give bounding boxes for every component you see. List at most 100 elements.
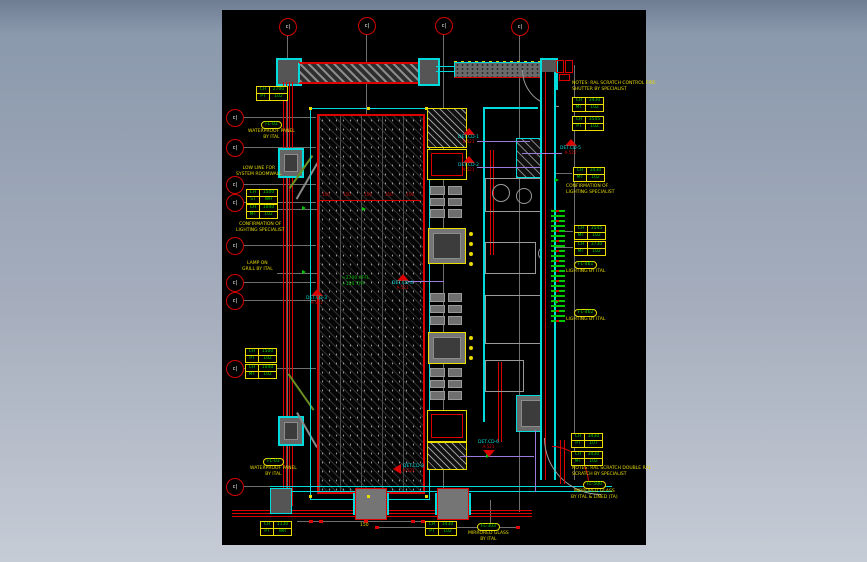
thick-wall-red-core — [545, 72, 546, 480]
seat — [447, 209, 462, 218]
seat — [447, 316, 462, 325]
dim-tick — [421, 520, 425, 523]
leader-line-6 — [490, 500, 491, 524]
grid-bubble-top-3: c| — [435, 17, 453, 35]
purple-leader-6 — [535, 430, 536, 492]
detail-marker-cd5: DET.CD-5 A-521 — [560, 139, 581, 156]
corner-dot — [425, 495, 428, 498]
detail-ref: A-521 — [462, 139, 475, 144]
dim-tick — [309, 520, 313, 523]
detail-label: DET.CD-8 — [403, 464, 425, 469]
seat — [447, 293, 462, 302]
gray-cabinet-2 — [428, 332, 466, 364]
finish-capsule-fl03-top: FL-03 WATERPROOF PANEL BY ITAL — [248, 121, 295, 140]
seat — [430, 368, 445, 377]
seat — [447, 368, 462, 377]
capsule-note: BY ITAL & LINED (TA) — [571, 494, 618, 500]
capsule-note: BY ITAL — [480, 536, 497, 542]
room-wall-cyan — [483, 107, 485, 422]
detail-marker-cd8: DET.CD-8 A-521 — [393, 464, 424, 474]
capsule-note: LIGHTING BY ITAL — [566, 317, 606, 322]
seat — [430, 391, 445, 400]
hatch-tick: 150 — [364, 192, 372, 197]
finish-capsule-fl500: FL-500 MIRRORED GLASS BY ITAL & LINED (T… — [571, 481, 618, 500]
green-arrow — [555, 300, 559, 304]
hatch-red-band — [319, 200, 421, 201]
grid-bubble-left-7: c| — [226, 292, 244, 310]
red-frame-box-top — [427, 149, 467, 180]
grid-line-h7 — [244, 300, 316, 301]
grid-bubble-left-9: c| — [226, 478, 244, 496]
purple-leader-3 — [408, 281, 444, 282]
lamp-dot — [469, 346, 473, 350]
capsule-label: FL-461 — [574, 261, 598, 269]
louver-grille-top — [427, 108, 467, 148]
detail-ref: A-521 — [482, 444, 495, 449]
fixture-core — [284, 422, 298, 440]
grid-bubble-left-4: c| — [226, 194, 244, 212]
seat — [430, 186, 445, 195]
red-partition-d — [501, 362, 502, 442]
hatch-center-note: +2700 AFFL +150 TYP. — [342, 276, 369, 287]
green-arrow — [555, 178, 559, 182]
red-partition-a — [490, 150, 491, 255]
capsule-label: FL-03 — [263, 458, 284, 466]
grid-bubble-top-4: c| — [511, 18, 529, 36]
cabinet-run — [485, 295, 542, 344]
seat — [447, 379, 462, 389]
capsule-note: MIRRORED GLASS — [468, 531, 509, 536]
detail-label: DET.CD-5 — [560, 146, 582, 151]
dimension-line-1 — [297, 521, 447, 522]
finish-capsule-fl03-bottom: FL-03 WATERPROOF PANEL BY ITAL — [250, 458, 297, 477]
room-top-cyan — [485, 107, 538, 109]
corner-dot — [309, 107, 312, 110]
red-frame-box-bottom — [427, 410, 467, 442]
capsule-label: FL-03 — [261, 121, 282, 129]
beam-connector-a — [436, 66, 456, 67]
grid-line-v3 — [443, 35, 444, 515]
purple-leader-2 — [477, 167, 540, 168]
lamp-dot — [469, 252, 473, 256]
detail-ref: A-521 — [403, 468, 415, 473]
hatch-center-line2: +150 TYP. — [342, 281, 365, 287]
purple-leader-1 — [477, 141, 530, 142]
detail-marker-cd4: DET.CD-4 A-521 — [392, 274, 413, 291]
red-jamb-b — [564, 440, 565, 484]
capsule-label: FL-462 — [574, 309, 598, 317]
bath-fixture — [485, 242, 536, 274]
corner-dot — [425, 107, 428, 110]
corner-dot — [367, 107, 370, 110]
corner-dot — [309, 495, 312, 498]
dim-tick — [375, 526, 379, 529]
grid-bubble-top-1: c| — [279, 18, 297, 36]
grid-bubble-left-6: c| — [226, 274, 244, 292]
detail-triangle-icon — [482, 449, 495, 457]
red-chair-2 — [565, 60, 573, 73]
seat — [430, 293, 445, 302]
detail-ref: A-521 — [462, 167, 475, 172]
cad-canvas[interactable]: 150 150 150 150 150 +2700 AFFL +150 TYP. — [222, 10, 656, 545]
fixture-core — [284, 154, 298, 172]
detail-ref: A-521 — [310, 300, 323, 305]
grid-line-h5 — [244, 245, 316, 246]
column-bracket — [469, 493, 471, 515]
red-jamb-a — [560, 440, 561, 484]
capsule-label: FL-303 — [476, 523, 500, 531]
red-partition-c — [498, 362, 499, 442]
storage-fixture — [485, 360, 524, 392]
green-arrow — [302, 270, 306, 274]
bottom-column-1 — [353, 488, 389, 520]
grid-bubble-left-1: c| — [226, 109, 244, 127]
cabinet-core — [433, 233, 461, 259]
lamp-dot — [469, 262, 473, 266]
corridor-line — [574, 65, 575, 480]
finish-capsule-fl303: FL-303 MIRRORED GLASS BY ITAL — [468, 523, 509, 542]
capsule-note: BY ITAL — [263, 134, 280, 140]
grid-line-h3 — [244, 184, 316, 185]
